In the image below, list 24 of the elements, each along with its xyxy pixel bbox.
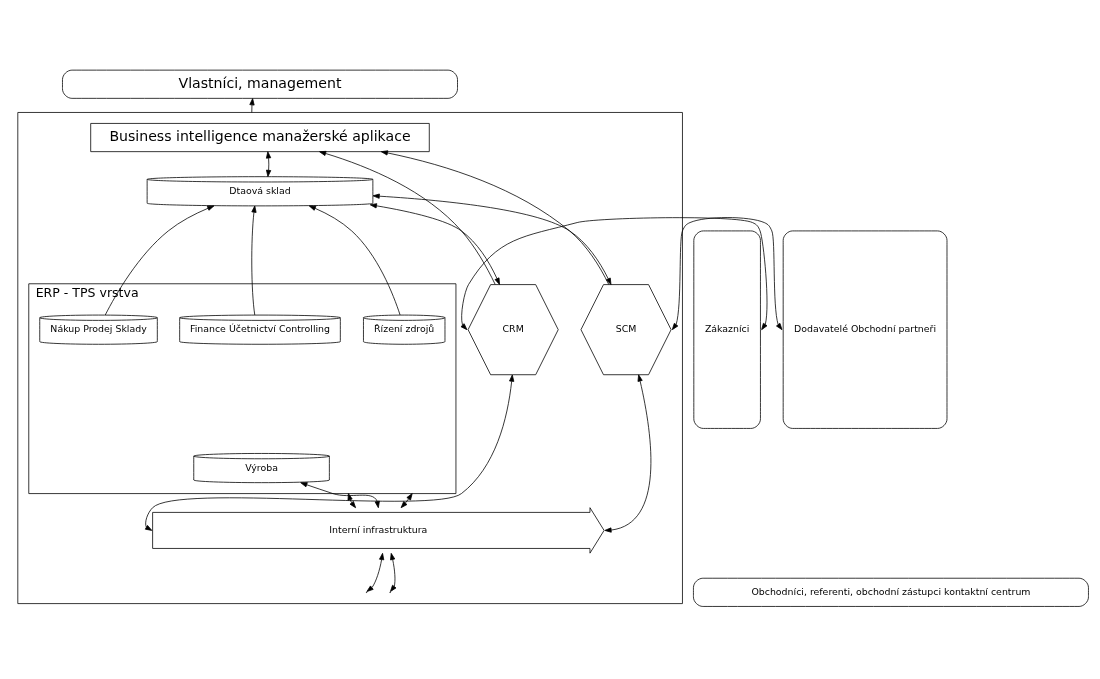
node-box: Zákazníci: [693, 230, 761, 429]
arrow: [144, 374, 515, 531]
arrow: [319, 150, 496, 285]
arrow: [251, 205, 257, 315]
arrow: [347, 492, 356, 508]
arrow: [372, 193, 612, 285]
arrow: [266, 150, 272, 177]
arrow: [671, 216, 783, 330]
cluster: [17, 111, 683, 604]
arrow: [380, 149, 610, 285]
arrow: [604, 373, 652, 533]
arrow: [104, 205, 215, 315]
node-box: Vlastníci, management: [62, 69, 458, 99]
node-box: Business intelligence manažerské aplikace: [90, 122, 430, 152]
arrow: [400, 492, 413, 508]
arrow: [300, 481, 380, 508]
arrow: [366, 552, 385, 592]
arrow: [390, 552, 397, 592]
arrow: [460, 216, 768, 330]
node-box: Obchodníci, referenti, obchodní zástupci kontaktní centrum: [693, 577, 1089, 607]
arrow: [369, 202, 500, 285]
node-box: Dodavatelé Obchodní partneři: [782, 230, 948, 429]
arrow: [308, 205, 401, 315]
arrow: [249, 97, 255, 113]
